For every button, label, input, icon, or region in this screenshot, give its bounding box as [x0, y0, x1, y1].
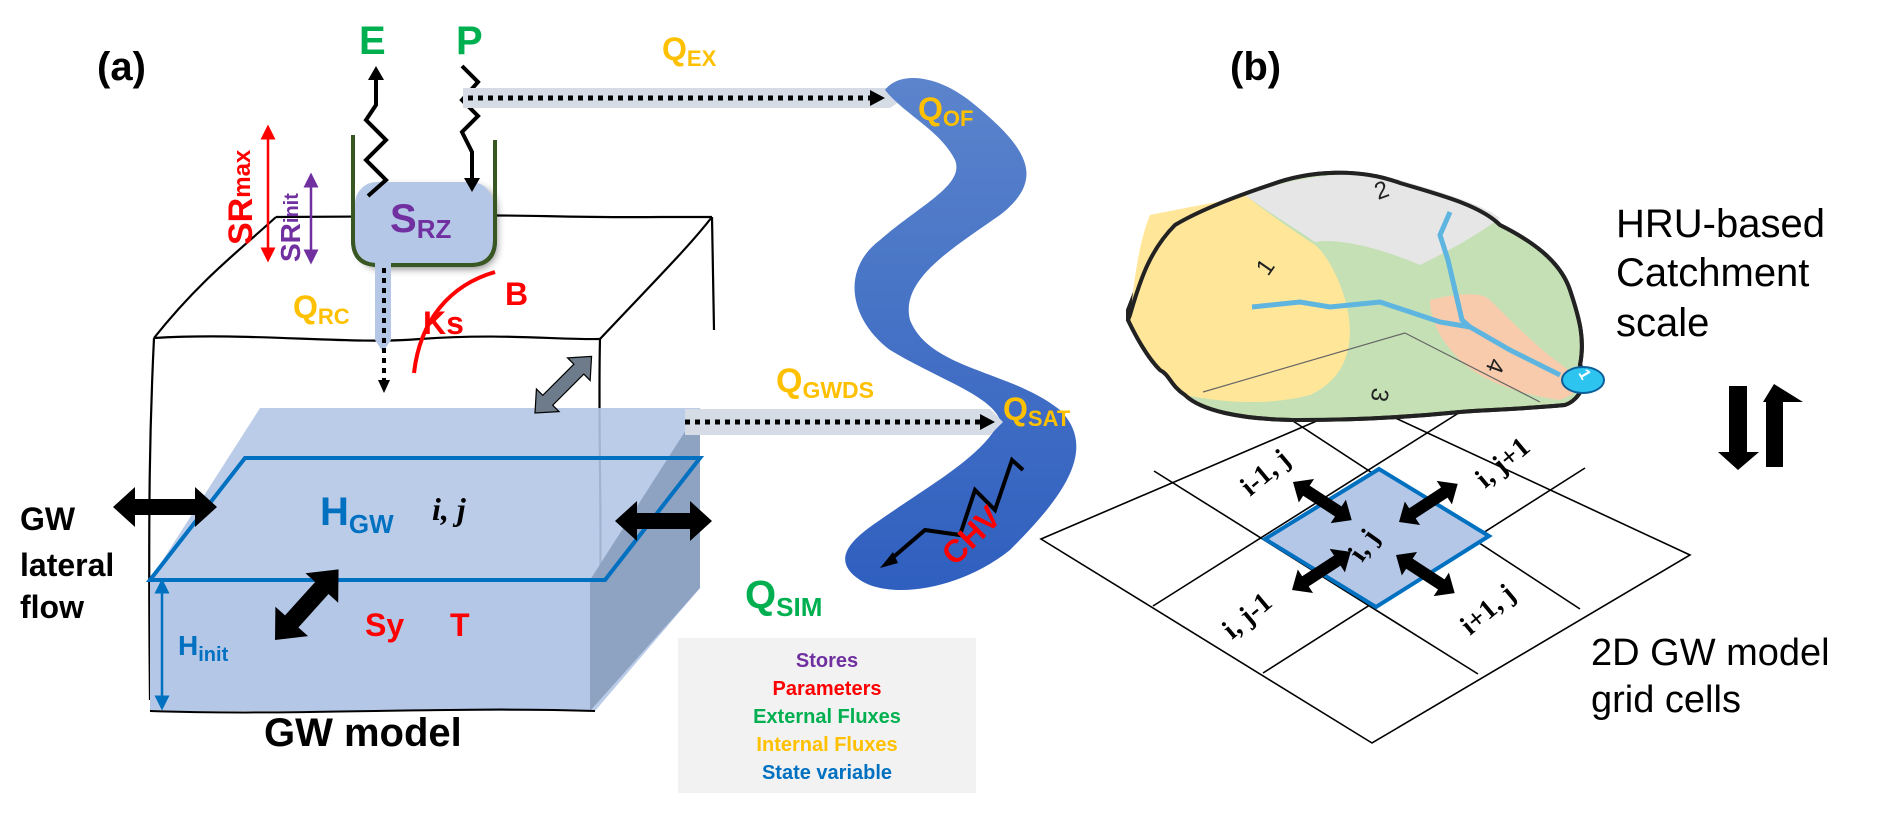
qgwds-flux	[685, 409, 1003, 435]
t-label: T	[450, 607, 470, 643]
qgwds-label: QGWDS	[776, 362, 874, 403]
ks-label: Ks	[423, 305, 464, 341]
legend-item-stores: Stores	[796, 650, 858, 672]
lateral-flow-arrow-left	[113, 487, 217, 527]
b-label: B	[505, 276, 528, 312]
srinit-label: SRinit	[275, 193, 306, 262]
evaporation-arrow	[363, 66, 389, 198]
gw-lateral-flow-label: GW lateral flow	[20, 501, 123, 625]
recharge-flux	[375, 262, 391, 393]
catchment-caption: HRU-based Catchment scale	[1616, 202, 1836, 345]
srmax-label: SRmax	[222, 149, 260, 245]
legend: Stores Parameters External Fluxes Intern…	[678, 638, 976, 793]
qex-flux	[463, 88, 905, 108]
sy-label: Sy	[365, 607, 404, 643]
qsim-label: QSIM	[745, 573, 822, 622]
legend-item-internal-fluxes: Internal Fluxes	[756, 734, 897, 756]
cell-exchange-arrows	[1292, 478, 1458, 597]
legend-item-state-variable: State variable	[762, 762, 892, 784]
legend-item-external-fluxes: External Fluxes	[753, 706, 901, 728]
label-p: P	[456, 19, 483, 63]
ks-curve	[412, 270, 496, 374]
hinit-label: Hinit	[178, 630, 229, 666]
diagonal-flow-arrow	[275, 569, 339, 640]
outlet-marker	[1561, 366, 1605, 394]
vertical-exchange-arrow	[534, 355, 593, 414]
panel-a-label: (a)	[97, 45, 146, 89]
qsat-label: QSAT	[1003, 391, 1071, 431]
water-table-plane	[145, 456, 705, 582]
arrow-east-cell	[1399, 480, 1458, 526]
arrow-west-cell	[1292, 548, 1351, 594]
arrow-north-cell	[1293, 478, 1352, 524]
down-arrow-icon	[1718, 386, 1759, 470]
gw-model-box	[145, 408, 705, 714]
chv-arrow	[880, 456, 1025, 568]
hru-label-3: 3	[1365, 386, 1394, 404]
qof-label: QOF	[918, 91, 973, 131]
scale-exchange-arrows	[1718, 384, 1803, 470]
label-e: E	[359, 19, 386, 63]
catchment-map	[1125, 170, 1586, 423]
grid-caption: 2D GW model grid cells	[1591, 632, 1840, 721]
river-channel	[845, 78, 1077, 590]
hgw-label: HGW	[320, 490, 394, 539]
precipitation-arrow	[459, 64, 481, 192]
qex-label: QEX	[662, 31, 717, 71]
panel-b-label: (b)	[1230, 45, 1281, 89]
root-zone-store: SRZ	[351, 135, 497, 267]
lateral-flow-arrow-right	[615, 501, 712, 541]
gw-model-caption: GW model	[264, 711, 462, 755]
up-arrow-icon	[1763, 384, 1803, 467]
arrow-south-cell	[1396, 551, 1455, 597]
legend-item-parameters: Parameters	[773, 678, 882, 700]
ij-label: i, j	[432, 491, 466, 527]
qrc-label: QRC	[293, 289, 350, 329]
srz-label: SRZ	[390, 197, 451, 244]
